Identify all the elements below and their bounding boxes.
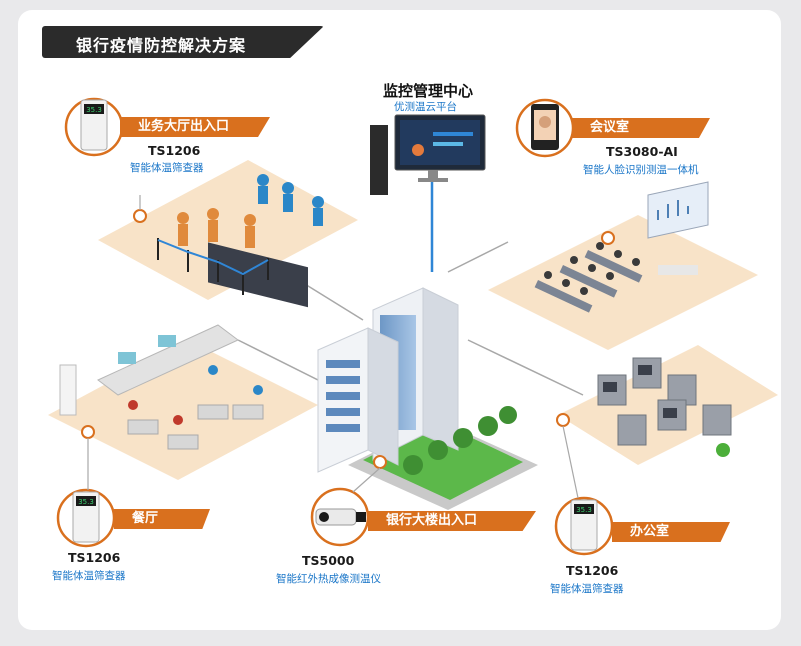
- device-entrance: [310, 487, 370, 547]
- svg-text:35.3: 35.3: [78, 498, 94, 506]
- device-office: 35.3: [554, 496, 614, 556]
- tag-hall: 业务大厅出入口: [120, 117, 270, 137]
- model-canteen: TS1206: [68, 550, 121, 565]
- canteen-scene: [48, 324, 318, 480]
- tag-office: 办公室: [612, 522, 730, 542]
- device-hall: 35.3: [64, 97, 124, 157]
- center-subtitle: 优测温云平台: [394, 101, 457, 113]
- tag-entrance: 银行大楼出入口: [368, 511, 536, 531]
- header-banner: 银行疫情防控解决方案: [42, 26, 324, 58]
- tag-canteen: 餐厅: [114, 509, 210, 529]
- center-title: 监控管理中心: [383, 82, 474, 100]
- desc-entrance: 智能红外热成像测温仪: [276, 573, 381, 585]
- model-meeting: TS3080-AI: [606, 144, 678, 159]
- svg-text:35.3: 35.3: [576, 506, 592, 514]
- location-markers: [81, 209, 615, 469]
- desc-meeting: 智能人脸识别测温一体机: [583, 164, 699, 176]
- model-hall: TS1206: [148, 143, 201, 158]
- model-office: TS1206: [566, 563, 619, 578]
- svg-text:35.3: 35.3: [86, 106, 102, 114]
- bank-building: [317, 287, 538, 510]
- device-meeting: [515, 98, 575, 158]
- page-title: 银行疫情防控解决方案: [76, 36, 247, 55]
- hall-scene: [98, 160, 358, 308]
- device-canteen: 35.3: [56, 488, 116, 548]
- desc-canteen: 智能体温筛查器: [52, 570, 126, 582]
- diagram-card: 35.3 35.3 35.3: [18, 10, 781, 630]
- solution-diagram: 35.3 35.3 35.3: [48, 97, 778, 556]
- desc-office: 智能体温筛查器: [550, 583, 624, 595]
- model-entrance: TS5000: [302, 553, 355, 568]
- meeting-scene: [488, 181, 758, 350]
- desc-hall: 智能体温筛查器: [130, 162, 204, 174]
- tag-meeting: 会议室: [572, 118, 710, 138]
- monitor-center-graphic: [370, 114, 486, 195]
- office-scene: [558, 345, 778, 465]
